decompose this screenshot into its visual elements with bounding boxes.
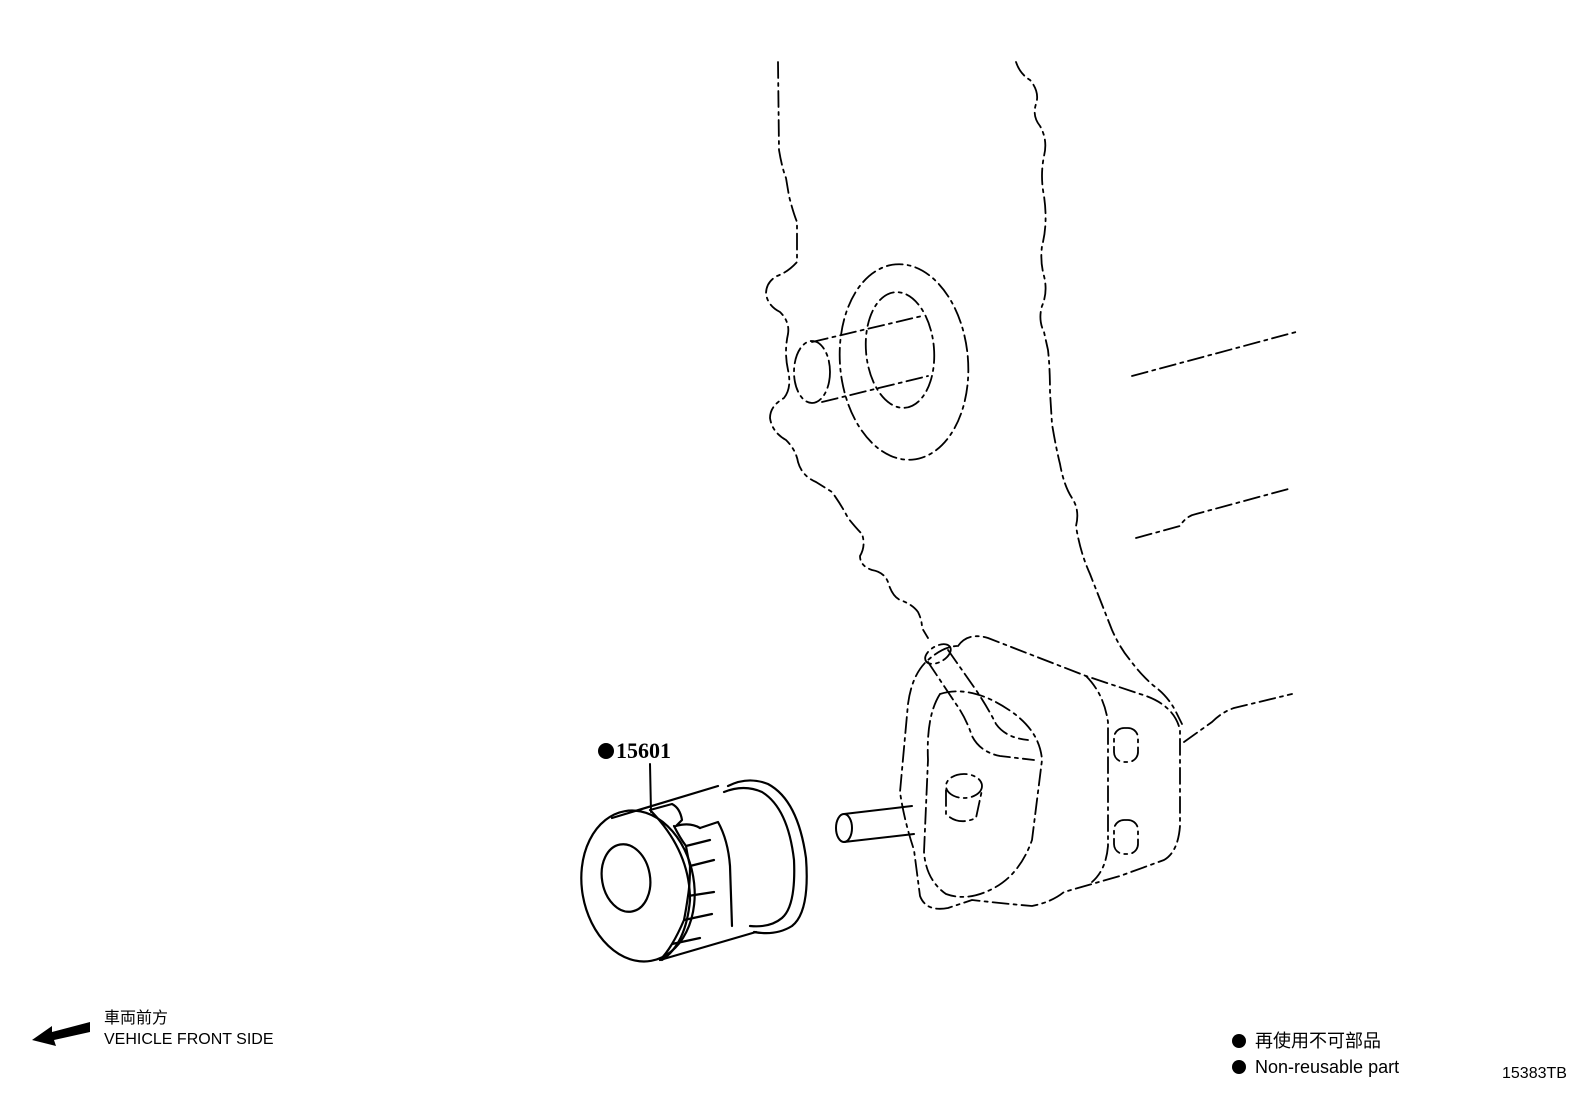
filter-body-outline <box>610 784 758 962</box>
bracket-housing <box>899 635 1181 910</box>
bracket-stud-top <box>945 773 983 799</box>
filter-mount-flange-inner <box>722 786 796 928</box>
vehicle-front-label: 車両前方 VEHICLE FRONT SIDE <box>104 1008 274 1050</box>
bracket-pipe <box>927 649 1035 761</box>
legend-row-jp: 再使用不可部品 <box>1232 1028 1399 1054</box>
boss-inner-ring <box>864 291 936 409</box>
part-number-text: 15601 <box>616 738 671 763</box>
filter-face-outer <box>580 809 696 963</box>
left-arrow-icon <box>32 1022 90 1046</box>
vehicle-front-label-jp: 車両前方 <box>104 1010 169 1027</box>
legend-label-jp: 再使用不可部品 <box>1255 1031 1381 1051</box>
crankcase-line-lower <box>1183 693 1293 743</box>
engine-boss-phantom <box>793 263 970 461</box>
non-reusable-marker-icon <box>598 743 614 759</box>
filled-circle-icon <box>1232 1034 1246 1048</box>
filter-face-inner <box>600 843 652 913</box>
boss-outer-ring <box>838 263 970 461</box>
filter-bracket-phantom <box>899 635 1181 910</box>
engine-block-phantom <box>765 61 1297 743</box>
reference-code: 15383TB <box>1502 1065 1567 1082</box>
filter-mount-flange <box>726 779 808 935</box>
crankcase-line-upper <box>1131 331 1297 377</box>
filled-circle-icon <box>1232 1060 1246 1074</box>
legend: 再使用不可部品 Non-reusable part <box>1232 1028 1399 1080</box>
engine-block-right-edge <box>1015 61 1183 725</box>
legend-label-en: Non-reusable part <box>1255 1057 1400 1077</box>
boss-shaft-end <box>793 340 831 404</box>
engine-block-left-edge <box>765 61 929 639</box>
filter-flute-lines <box>650 810 734 962</box>
vehicle-front-label-en: VEHICLE FRONT SIDE <box>104 1031 274 1048</box>
bracket-face-edge <box>1085 675 1109 883</box>
part-number-label: 15601 <box>598 738 671 764</box>
bracket-flange <box>923 690 1043 898</box>
crankcase-line-middle <box>1135 487 1293 539</box>
filter-nipple <box>835 805 915 843</box>
legend-row-en: Non-reusable part <box>1232 1054 1399 1080</box>
bracket-stud-body <box>945 789 983 823</box>
bracket-pipe-end <box>924 643 952 665</box>
boss-shaft <box>811 315 929 403</box>
nipple-body <box>843 805 915 843</box>
nipple-end <box>835 813 853 843</box>
bracket-bolt-top <box>1113 727 1139 763</box>
bracket-bolt-bottom <box>1113 819 1139 855</box>
oil-filter <box>580 779 808 963</box>
part-leader-line <box>649 763 652 813</box>
